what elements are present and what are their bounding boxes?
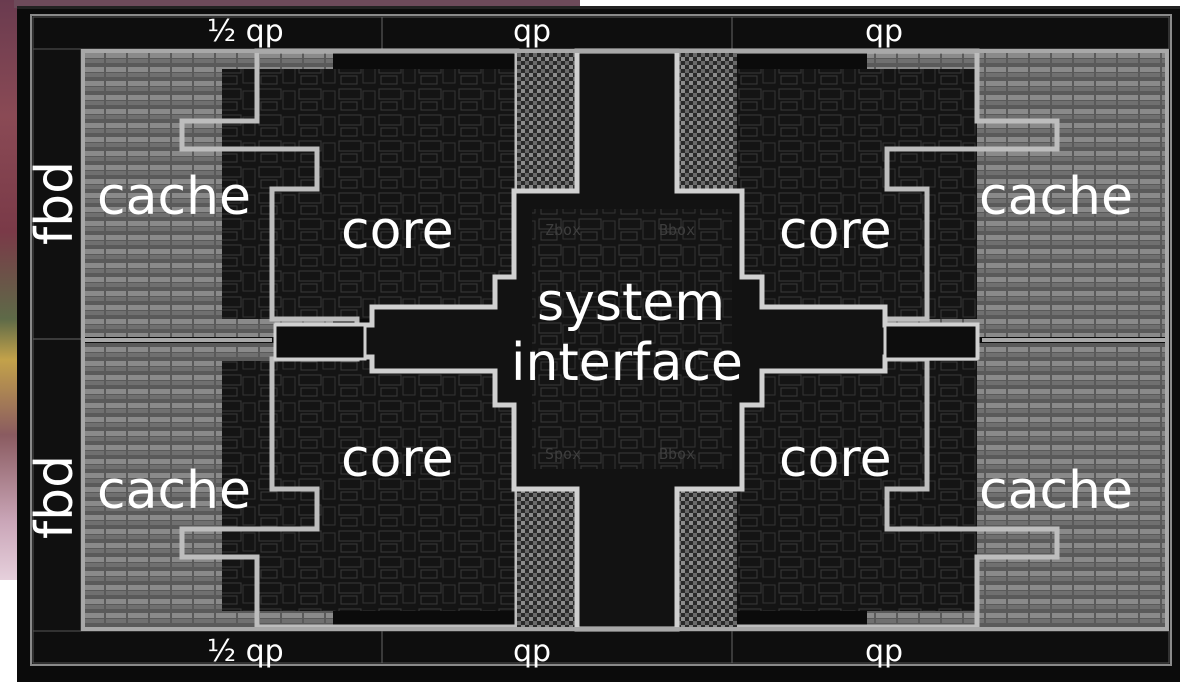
processor-die-diagram: ½ qp qp qp ½ qp qp qp fbd fbd cache cach… (17, 6, 1180, 682)
block-name-bbox-bottom: Bbox (659, 445, 696, 463)
label-core-bottom-left: core (341, 429, 454, 489)
label-bottom-half-qp: ½ qp (207, 634, 284, 669)
block-name-zbox: Zbox (545, 221, 582, 239)
label-fbd-bottom: fbd (25, 454, 86, 540)
label-top-qp-middle: qp (513, 14, 552, 49)
label-core-top-left: core (341, 201, 454, 261)
label-cache-bottom-left: cache (97, 461, 251, 521)
block-name-spox: Spox (545, 445, 582, 463)
label-top-half-qp: ½ qp (207, 14, 284, 49)
background-photo-top-edge (14, 0, 580, 8)
system-interface-logic (532, 209, 732, 469)
label-system: system (537, 273, 725, 333)
label-cache-top-right: cache (979, 167, 1133, 227)
core-region-top-left (222, 69, 522, 319)
bottom-pad-strip (32, 630, 1170, 664)
label-bottom-qp-right: qp (865, 634, 904, 669)
label-core-bottom-right: core (779, 429, 892, 489)
label-interface: interface (511, 333, 743, 393)
left-bridge-block (273, 323, 367, 361)
bus-column-top-right (677, 51, 737, 191)
die-outline (30, 14, 1172, 666)
die-floorplan (30, 14, 1172, 666)
bus-column-bottom-right (677, 489, 737, 629)
label-fbd-top: fbd (25, 160, 86, 246)
label-top-qp-right: qp (865, 14, 904, 49)
label-bottom-qp-middle: qp (513, 634, 552, 669)
bus-column-top-left (517, 51, 577, 191)
top-pad-strip (32, 16, 1170, 50)
background-photo-edge (0, 0, 22, 580)
bus-column-bottom-left (517, 489, 577, 629)
left-fbd-strip (32, 48, 82, 632)
label-cache-bottom-right: cache (979, 461, 1133, 521)
right-bridge-block (883, 323, 979, 361)
block-name-bbox-top: Bbox (659, 221, 696, 239)
label-cache-top-left: cache (97, 167, 251, 227)
label-core-top-right: core (779, 201, 892, 261)
